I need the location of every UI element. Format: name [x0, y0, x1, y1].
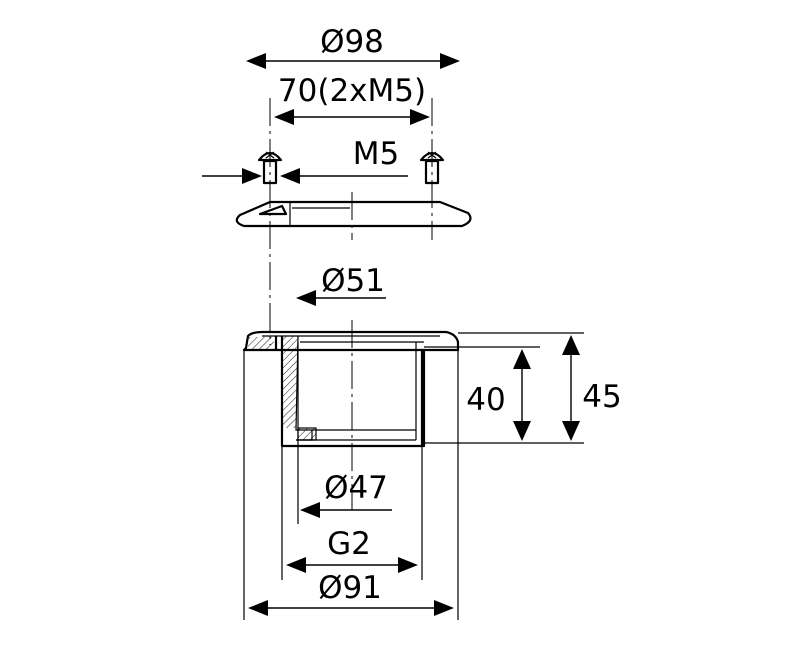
dim-d91-label: Ø91: [318, 570, 382, 606]
body-section: [242, 330, 460, 448]
screw-left: [257, 151, 283, 185]
dim-h45-label: 45: [582, 379, 621, 415]
dim-bolt-circle-label: 70(2xM5): [278, 73, 426, 109]
dim-d47-label: Ø47: [324, 470, 388, 506]
dim-h45: 45: [562, 335, 622, 441]
screw-right: [419, 151, 445, 185]
dim-h40-label: 40: [466, 382, 505, 418]
dim-bolt-circle: 70(2xM5): [274, 73, 430, 125]
dim-g2-label: G2: [327, 526, 371, 562]
dim-d98: Ø98: [246, 24, 460, 69]
cover-plate: [235, 200, 472, 228]
dim-d91: Ø91: [248, 570, 454, 616]
dim-d51: Ø51: [296, 263, 386, 306]
dim-g2: G2: [286, 526, 418, 573]
dim-m5: M5: [202, 136, 408, 184]
dim-d51-label: Ø51: [321, 263, 385, 299]
dim-m5-label: M5: [353, 136, 399, 172]
dim-d47: Ø47: [300, 470, 392, 518]
dim-h40: 40: [466, 349, 531, 441]
dim-d98-label: Ø98: [320, 24, 384, 60]
